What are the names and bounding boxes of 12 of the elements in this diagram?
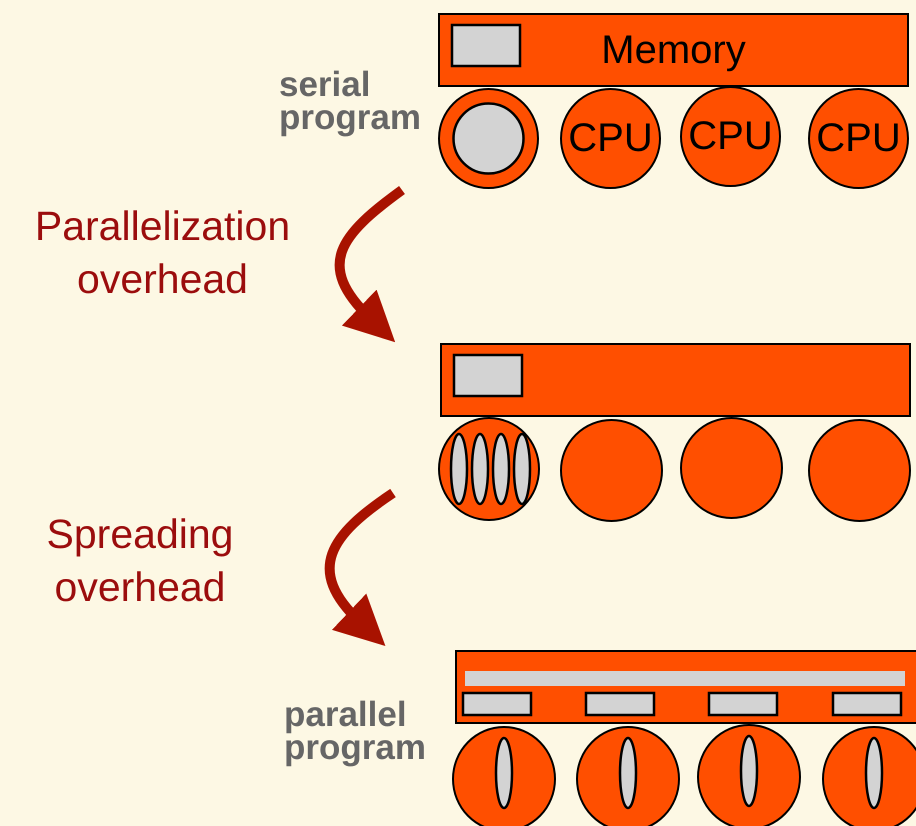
cpu-label: CPU: [688, 114, 773, 159]
memory-bar: [455, 650, 916, 724]
cpu-circle: [822, 726, 916, 826]
memory-bar: [440, 343, 911, 417]
program-label: parallel program: [284, 698, 427, 764]
cpu-label: CPU: [816, 116, 901, 161]
program-label: serial program: [279, 68, 422, 134]
cpu-label: CPU: [568, 116, 653, 161]
overhead-label: Parallelization overhead: [34, 202, 292, 304]
memory-bar: [438, 13, 909, 87]
overhead-label: Spreading overhead: [46, 510, 234, 612]
memory-label: Memory: [601, 28, 746, 72]
